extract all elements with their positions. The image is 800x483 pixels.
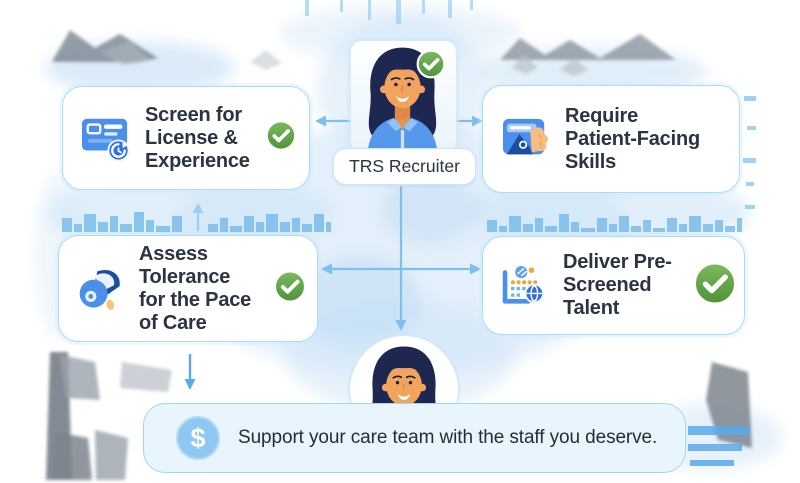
pace-gauge-icon xyxy=(79,269,120,310)
green-check-icon xyxy=(265,120,297,157)
green-check-icon xyxy=(273,269,307,308)
green-check-icon xyxy=(416,49,446,84)
green-check-icon xyxy=(692,260,738,311)
connector-arrows xyxy=(326,119,472,322)
card-assess-tolerance: Assess Tolerance for the Pace of Care xyxy=(58,235,318,342)
support-banner-text: Support your care team with the staff yo… xyxy=(238,427,658,448)
dollar-icon: $ xyxy=(176,416,220,460)
card-title: Require Patient-Facing Skills xyxy=(565,104,700,173)
card-title: Assess Tolerance for the Pace of Care xyxy=(139,242,252,334)
card-patient-facing: Require Patient-Facing Skills xyxy=(482,85,740,193)
recruiter-photo-card xyxy=(350,40,457,154)
license-clock-icon xyxy=(82,118,130,162)
recruiter-label: TRS Recruiter xyxy=(333,148,476,185)
hand-id-card-icon xyxy=(503,118,549,155)
support-banner: $ Support your care team with the staff … xyxy=(143,403,686,473)
card-deliver-talent: Deliver Pre- Screened Talent xyxy=(482,236,745,335)
card-title: Screen for License & Experience xyxy=(145,103,250,172)
screening-checklist-icon xyxy=(502,265,545,304)
card-title: Deliver Pre- Screened Talent xyxy=(563,251,672,319)
skyline-band-left xyxy=(62,212,331,232)
skyline-band-right xyxy=(487,214,742,232)
recruiter-label-text: TRS Recruiter xyxy=(349,156,460,176)
card-screen-license: Screen for License & Experience xyxy=(62,86,310,190)
